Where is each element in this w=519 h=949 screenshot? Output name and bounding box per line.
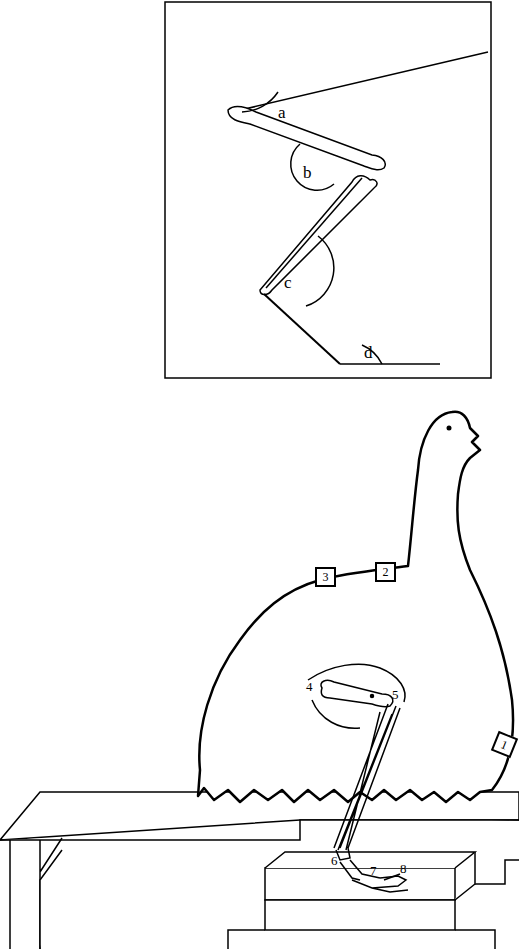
marker-number: 2 — [383, 566, 389, 578]
marker-square: 3 — [315, 567, 336, 587]
angle-letter: d — [364, 344, 373, 361]
angle-letter: a — [278, 104, 286, 121]
angle-letter: b — [303, 164, 312, 181]
marker-number: 1 — [499, 738, 509, 751]
callout-number: 4 — [306, 680, 313, 693]
marker-square: 2 — [375, 562, 396, 582]
marker-number: 3 — [323, 571, 329, 583]
inset-frame — [165, 2, 491, 378]
angle-letter: c — [284, 274, 292, 291]
callout-number: 6 — [331, 854, 338, 867]
callout-number: 8 — [400, 862, 407, 875]
callout-number: 5 — [392, 688, 399, 701]
callout-number: 7 — [370, 864, 377, 877]
